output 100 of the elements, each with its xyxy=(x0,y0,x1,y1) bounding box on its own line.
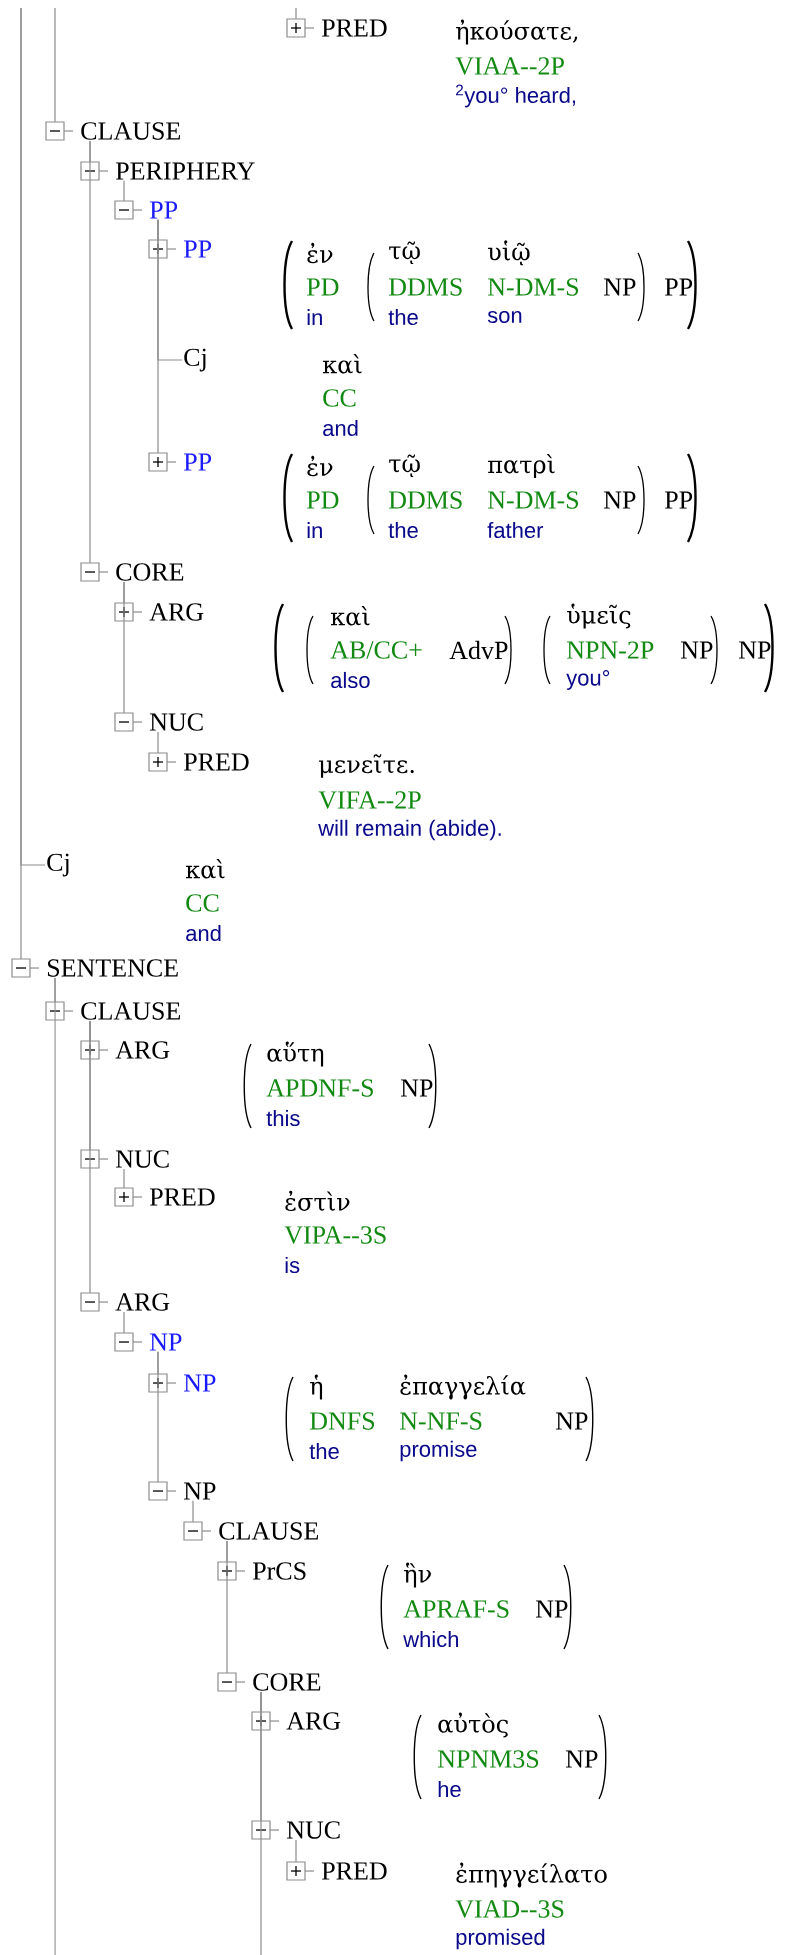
gloss: promise xyxy=(400,1440,477,1462)
phrase-label: PP xyxy=(664,278,693,296)
gloss: the xyxy=(388,521,418,539)
tree-label: CORE xyxy=(116,563,184,581)
phrase-label: NP xyxy=(565,1750,598,1768)
tree-line xyxy=(89,1020,91,1294)
gloss: and xyxy=(323,419,358,437)
tree-label: PRED xyxy=(149,1188,215,1206)
gloss: in xyxy=(307,522,322,538)
gloss: which xyxy=(403,1630,458,1648)
gloss: also xyxy=(331,671,370,689)
gloss: is xyxy=(285,1256,300,1274)
tree-label: ARG xyxy=(286,1712,341,1730)
tree-label: PRED xyxy=(321,19,387,37)
morph-tag: DDMS xyxy=(388,278,462,296)
morph-tag: VIFA--2P xyxy=(318,791,421,809)
phrase-label: NP xyxy=(555,1412,588,1430)
morph-tag: CC xyxy=(323,389,356,407)
greek-word: ἡ xyxy=(310,1374,323,1400)
gloss: you° xyxy=(566,670,610,690)
tree-line xyxy=(260,1691,262,1955)
phrase-label: NP xyxy=(738,641,771,659)
tree-label: Cj xyxy=(184,348,206,372)
tree-label: CORE xyxy=(253,1673,321,1691)
tree-line xyxy=(54,977,56,1955)
morph-tag: NPN-2P xyxy=(566,641,654,659)
tree-label: NP xyxy=(183,1374,216,1392)
gloss: this xyxy=(266,1109,300,1127)
tree-label: PP xyxy=(149,201,178,219)
greek-word: καὶ xyxy=(331,606,370,626)
tree-label: PRED xyxy=(321,1862,387,1880)
morph-tag: N-DM-S xyxy=(487,278,578,296)
morph-tag: AB/CC+ xyxy=(330,641,422,659)
greek-word: τῷ xyxy=(389,241,420,265)
gloss: promised xyxy=(456,1928,545,1950)
gloss: father xyxy=(487,521,544,539)
greek-word: μενεῖτε. xyxy=(319,754,414,778)
gloss: he xyxy=(438,1780,461,1798)
greek-word: ἐν xyxy=(307,242,333,264)
tree-line xyxy=(157,1351,159,1483)
gloss: in xyxy=(307,309,322,325)
tree-label: SENTENCE xyxy=(47,959,178,977)
greek-word: τῷ xyxy=(389,454,420,478)
greek-word: αὕτη xyxy=(267,1041,324,1067)
tree-label: ARG xyxy=(115,1041,170,1059)
tree-label: ARG xyxy=(115,1293,170,1311)
morph-tag: APRAF-S xyxy=(403,1600,509,1618)
tree-line xyxy=(123,180,125,202)
phrase-label: NP xyxy=(603,491,636,509)
morph-tag: VIAD--3S xyxy=(455,1900,564,1918)
morph-tag: N-DM-S xyxy=(487,491,578,509)
tree-label: NUC xyxy=(286,1821,340,1839)
tree-label: CLAUSE xyxy=(81,122,180,140)
phrase-label: NP xyxy=(535,1600,568,1618)
gloss: $^{2}$you° heard, xyxy=(455,84,575,108)
greek-word: υἱῷ xyxy=(488,240,530,266)
gloss: will remain (abide). xyxy=(318,819,501,841)
morph-tag: DNFS xyxy=(309,1412,375,1430)
morph-tag: NPNM3S xyxy=(437,1750,539,1768)
tree-label: PRED xyxy=(183,753,249,771)
morph-tag: N-NF-S xyxy=(399,1412,482,1430)
tree-label: PP xyxy=(183,453,212,471)
tree-label: NP xyxy=(183,1482,216,1500)
greek-word: ἣν xyxy=(404,1562,431,1588)
tree-label: PP xyxy=(183,240,212,258)
morph-tag: PD xyxy=(306,278,339,296)
greek-word: ἐπαγγελία xyxy=(400,1374,526,1400)
greek-word: ἠκούσατε, xyxy=(456,19,578,45)
phrase-label: NP xyxy=(680,641,713,659)
greek-word: ἐν xyxy=(307,455,333,477)
tree-label: ARG xyxy=(149,603,204,621)
morph-tag: APDNF-S xyxy=(266,1079,373,1097)
tree-line xyxy=(157,731,159,754)
tree-label: NP xyxy=(149,1333,182,1351)
tree-label: CLAUSE xyxy=(81,1002,180,1020)
tree-line xyxy=(295,7,297,20)
tree-line xyxy=(226,1540,228,1674)
tree-line xyxy=(123,1168,125,1189)
tree-line xyxy=(20,7,22,960)
greek-word: καὶ xyxy=(323,354,362,374)
gloss: son xyxy=(487,311,522,324)
morph-tag: PD xyxy=(306,491,339,509)
tree-label: Cj xyxy=(47,853,69,877)
gloss: the xyxy=(388,308,418,326)
morph-tag: VIAA--2P xyxy=(455,57,564,75)
greek-word: καὶ xyxy=(186,859,225,879)
tree-line xyxy=(89,140,91,564)
greek-word: αὐτὸς xyxy=(438,1712,508,1738)
tree-label: PrCS xyxy=(252,1562,306,1580)
tree-line xyxy=(123,581,125,714)
greek-word: ἐστὶν xyxy=(285,1190,350,1211)
morph-tag: VIPA--3S xyxy=(284,1226,386,1244)
tree-label: CLAUSE xyxy=(219,1522,318,1540)
phrase-label: NP xyxy=(400,1079,433,1097)
tree-label: PERIPHERY xyxy=(115,162,255,180)
tree-line xyxy=(192,1500,194,1523)
greek-word: ὑμεῖς xyxy=(567,603,631,629)
tree-line xyxy=(123,1311,125,1334)
greek-word: πατρὶ xyxy=(488,453,555,479)
tree-line xyxy=(54,7,56,123)
